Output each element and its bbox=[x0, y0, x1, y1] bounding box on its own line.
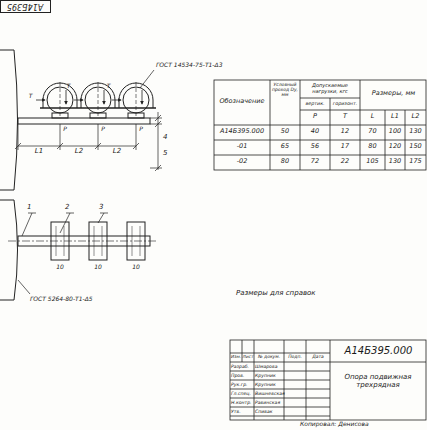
drawing-label: Вишневская bbox=[255, 391, 284, 396]
drawing-label: L1 bbox=[32, 148, 46, 156]
drawing-label: Условный проход Dу, мм bbox=[271, 83, 299, 98]
wall-plate bbox=[0, 50, 18, 190]
drawing-label: Рук.гр. bbox=[231, 382, 254, 387]
drawing-label: горизонт. bbox=[330, 101, 360, 106]
table-cell: 22 bbox=[330, 158, 360, 165]
drawing-label: А14Б395.000 bbox=[331, 345, 426, 356]
drawing-label: № докум. bbox=[254, 355, 284, 360]
table-cell: 120 bbox=[385, 143, 405, 150]
drawing-label: Опора подвижная трехрядная bbox=[338, 374, 418, 389]
pads bbox=[51, 222, 145, 260]
drawing-label: Лист bbox=[242, 355, 254, 360]
table-cell: 175 bbox=[405, 158, 426, 165]
drawing-label: P bbox=[60, 126, 70, 133]
drawing-label: L bbox=[360, 113, 385, 120]
drawing-label: 10 bbox=[51, 264, 69, 271]
drawing-label: Н.контр. bbox=[231, 400, 254, 405]
center-line bbox=[8, 241, 156, 242]
table-cell: А14Б395.000 bbox=[214, 128, 270, 135]
table-cell: -02 bbox=[214, 158, 270, 165]
wall-plate-plan bbox=[0, 200, 18, 300]
table-cell: 72 bbox=[300, 158, 330, 165]
drawing-label: Изм. bbox=[230, 355, 242, 360]
drawing-label: 1 bbox=[27, 204, 35, 212]
drawing-label: 10 bbox=[89, 264, 107, 271]
beam bbox=[18, 118, 150, 124]
table-cell: 130 bbox=[385, 158, 405, 165]
leader-lines bbox=[18, 213, 108, 294]
drawing-label: Дата bbox=[306, 355, 330, 360]
drawing-label: вертик. bbox=[300, 101, 330, 106]
drawing-label: L2 bbox=[110, 148, 124, 156]
drawing-label: Равинская bbox=[255, 400, 284, 405]
table-cell: 100 bbox=[385, 128, 405, 135]
drawing-label: Шмарова bbox=[255, 364, 284, 369]
drawing-label: Гл.спец. bbox=[231, 391, 254, 396]
drawing-label: ГОСТ 14534-75-Т1-Δ3 bbox=[156, 62, 256, 69]
table-cell: 56 bbox=[300, 143, 330, 150]
drawing-label: L1 bbox=[385, 113, 405, 120]
drawing-label: А14Б395 bbox=[2, 1, 48, 10]
dimension-lines bbox=[15, 70, 162, 171]
drawing-label: Крупник bbox=[255, 373, 284, 378]
table-cell: 130 bbox=[405, 128, 426, 135]
drawing-label: Размеры для справок bbox=[236, 290, 356, 298]
table-cell: 17 bbox=[330, 143, 360, 150]
table-cell: 150 bbox=[405, 143, 426, 150]
drawing-label: P bbox=[300, 113, 330, 120]
table-cell: 12 bbox=[330, 128, 360, 135]
stamp-box bbox=[1, 1, 51, 13]
drawing-label: Утв. bbox=[231, 409, 254, 414]
drawing-label: ГОСТ 5264-80-Т1-Δ5 bbox=[30, 296, 130, 303]
drawing-label: T bbox=[26, 93, 35, 100]
drawing-label: P bbox=[98, 126, 108, 133]
drawing-label: Спивак bbox=[255, 409, 284, 414]
drawing-label: 3 bbox=[99, 204, 107, 212]
drawing-label: Крупник bbox=[255, 382, 284, 387]
table-cell: 65 bbox=[270, 143, 300, 150]
drawing-label: Размеры, мм bbox=[361, 90, 426, 97]
drawing-label: Допускаемые нагрузки, кгс bbox=[301, 83, 359, 94]
title-block bbox=[230, 340, 426, 420]
drawing-label: T bbox=[64, 83, 73, 90]
table-cell: 105 bbox=[360, 158, 385, 165]
drawing-label: Подп. bbox=[284, 355, 306, 360]
load-arrows bbox=[36, 90, 142, 104]
table-cell: 50 bbox=[270, 128, 300, 135]
table-cell: 70 bbox=[360, 128, 385, 135]
drawing-label: T bbox=[104, 83, 113, 90]
drawing-label: T bbox=[330, 113, 360, 120]
drawing-label: Пров. bbox=[231, 373, 254, 378]
table-cell: -01 bbox=[214, 143, 270, 150]
drawing-label: P bbox=[136, 126, 146, 133]
drawing-label: 5 bbox=[163, 150, 171, 158]
drawing-label: 2 bbox=[65, 204, 73, 212]
table-cell: 80 bbox=[360, 143, 385, 150]
drawing-label: Обозначение bbox=[214, 98, 270, 105]
drawing-label: 10 bbox=[127, 264, 145, 271]
table-grid bbox=[214, 80, 426, 170]
table-cell: 40 bbox=[300, 128, 330, 135]
drawing-label: 4 bbox=[163, 134, 171, 142]
drawing-label: Разраб. bbox=[231, 364, 254, 369]
drawing-label: Копировал: Денисова bbox=[300, 421, 425, 428]
drawing-label: L2 bbox=[405, 113, 426, 120]
drawing-label: L2 bbox=[72, 148, 86, 156]
pipes bbox=[40, 82, 156, 118]
table-cell: 80 bbox=[270, 158, 300, 165]
